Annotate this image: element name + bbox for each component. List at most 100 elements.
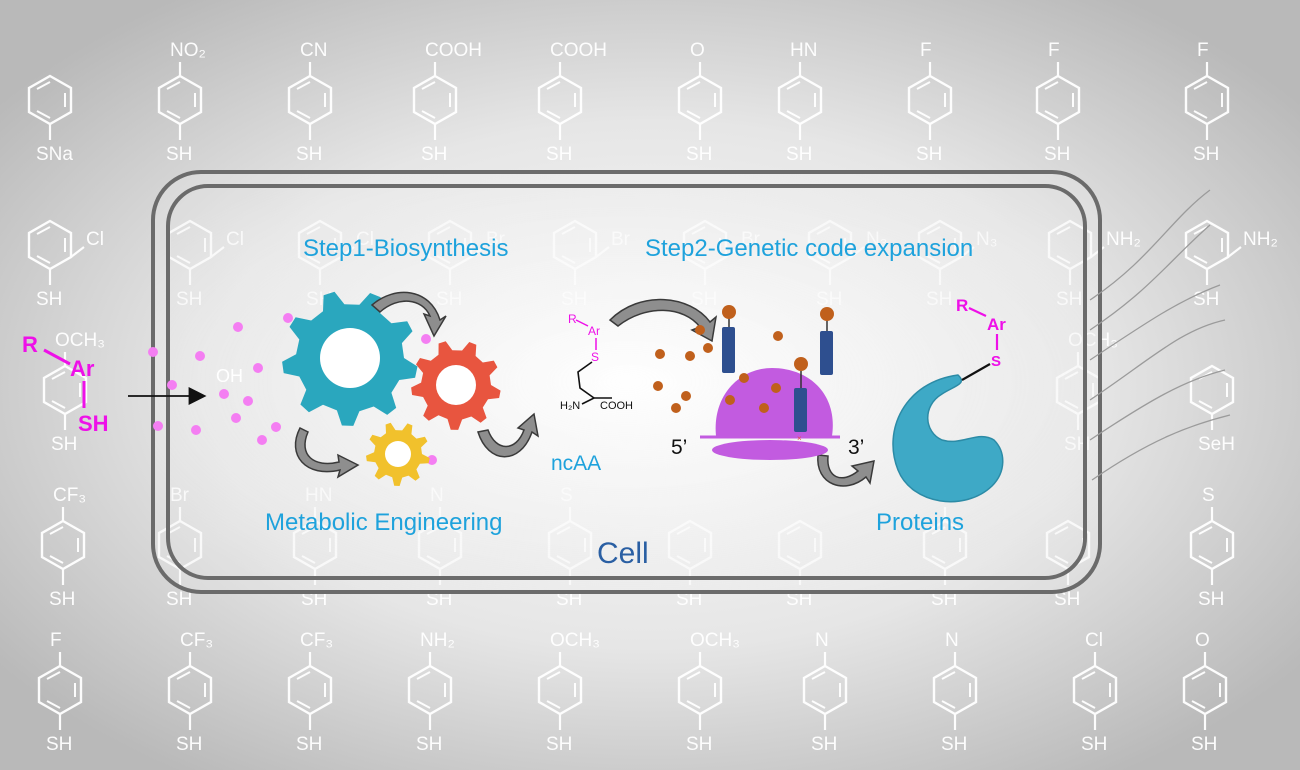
thiol-group-label: SH: [46, 734, 72, 755]
substituent-label: NH₂: [1106, 229, 1141, 250]
substituent-label: O: [690, 40, 705, 61]
thiol-molecule: CF₃ SH: [287, 630, 333, 755]
precursor-r-label: R: [22, 332, 38, 357]
thiol-molecule: NSH: [932, 630, 978, 755]
thiol-molecule: F SH: [1035, 40, 1081, 165]
thiol-molecule: SeH: [1189, 364, 1235, 455]
thiol-molecule: NH₂ SH: [1184, 219, 1278, 310]
thiol-group-label: SH: [36, 289, 62, 310]
thiol-molecule: OCH₃ SH: [537, 630, 600, 755]
substituent-label: CF₃: [53, 485, 86, 506]
precursor-thiol: R Ar SH: [22, 332, 109, 436]
thiol-group-label: SH: [941, 734, 967, 755]
thiol-group-label: SH: [546, 734, 572, 755]
thiol-group-label: SH: [426, 589, 452, 610]
thiol-molecule: N SH: [802, 630, 848, 755]
thiol-molecule: O SH: [1182, 630, 1228, 755]
trna-icon: [722, 327, 735, 373]
substituent-label: OCH₃: [55, 330, 105, 351]
thiol-group-label: SH: [786, 589, 812, 610]
thiol-group-label: SH: [786, 144, 812, 165]
ncaa-label: ncAA: [551, 452, 601, 475]
substituent-label: Cl: [86, 229, 104, 250]
amino-acid-dots: [653, 305, 834, 413]
translation-machinery: × 5’ 3’: [653, 305, 864, 460]
step2-title: Step2-Genetic code expansion: [645, 235, 973, 262]
thiol-group-label: SH: [916, 144, 942, 165]
thiol-group-label: SH: [811, 734, 837, 755]
thiol-group-label: SH: [1193, 289, 1219, 310]
curved-arrow-icon: [370, 291, 447, 338]
substituent-label: COOH: [425, 40, 482, 61]
cell-label: Cell: [597, 537, 649, 570]
thiol-group-label: SH: [1054, 589, 1080, 610]
thiol-group-label: SH: [931, 589, 957, 610]
curved-arrow-icon: [608, 298, 718, 343]
proteins-label: Proteins: [876, 509, 964, 536]
thiol-group-label: SH: [166, 144, 192, 165]
thiol-group-label: SH: [546, 144, 572, 165]
substituent-label: OCH₃: [550, 630, 600, 651]
substituent-label: F: [1197, 40, 1209, 61]
curved-arrow-icon: [477, 412, 540, 458]
substituent-label: CF₃: [300, 630, 333, 651]
substituent-label: F: [50, 630, 62, 651]
thiol-group-label: SH: [1044, 144, 1070, 165]
thiol-molecule: SNa: [27, 74, 73, 165]
thiol-group-label: SH: [421, 144, 447, 165]
flagella: [1089, 189, 1231, 481]
thiol-group-label: SH: [1193, 144, 1219, 165]
thiol-group-label: SH: [296, 144, 322, 165]
substituent-label: NH₂: [1243, 229, 1278, 250]
precursor-ar-label: Ar: [70, 356, 95, 381]
thiol-group-label: SH: [676, 589, 702, 610]
thiol-group-label: SH: [686, 734, 712, 755]
thiol-molecule: F SH: [1184, 40, 1230, 165]
precursor-bond: [43, 348, 71, 366]
thiol-molecule: FSH: [907, 40, 953, 165]
curved-arrow-icon: [817, 454, 875, 487]
thiol-molecule: COOH SH: [537, 40, 607, 165]
thiol-group-label: SH: [1081, 734, 1107, 755]
substituent-label: O: [1195, 630, 1210, 651]
thiol-group-label: SH: [296, 734, 322, 755]
substituent-label: N: [815, 630, 829, 651]
substituent-label: F: [1048, 40, 1060, 61]
substituent-label: S: [1202, 485, 1215, 506]
thiol-group-label: SH: [416, 734, 442, 755]
protein-s-label: S: [991, 353, 1001, 370]
thiol-molecule: NH₂ SH: [407, 630, 455, 755]
substituent-label: CF₃: [180, 630, 213, 651]
thiol-molecule: F SH: [37, 630, 83, 755]
ribosome-small-subunit: [712, 440, 828, 460]
curved-arrow-icon: [294, 426, 360, 479]
svg-text:×: ×: [797, 434, 802, 443]
trna-icon: [794, 388, 807, 432]
thiol-group-label: SH: [176, 734, 202, 755]
cycle-arrows: [294, 291, 875, 487]
ncaa-ar-label: Ar: [588, 324, 600, 338]
gear-large-icon: [282, 291, 418, 426]
thiol-group-label: SH: [686, 144, 712, 165]
oh-label: OH: [216, 366, 243, 386]
thiol-group-label: SH: [166, 589, 192, 610]
protein-ar-label: Ar: [987, 315, 1006, 334]
substituent-label: NH₂: [420, 630, 455, 651]
substituent-label: COOH: [550, 40, 607, 61]
substituent-label: Cl: [1085, 630, 1103, 651]
thiol-molecule: COOH SH: [412, 40, 482, 165]
protein-r-label: R: [956, 296, 968, 315]
thiol-molecule: CF₃ SH: [167, 630, 213, 755]
thiol-group-label: SH: [1198, 589, 1224, 610]
step1-title: Step1-Biosynthesis: [303, 235, 508, 262]
thiol-group-label: SH: [1191, 734, 1217, 755]
ncaa-s-label: S: [591, 350, 599, 364]
